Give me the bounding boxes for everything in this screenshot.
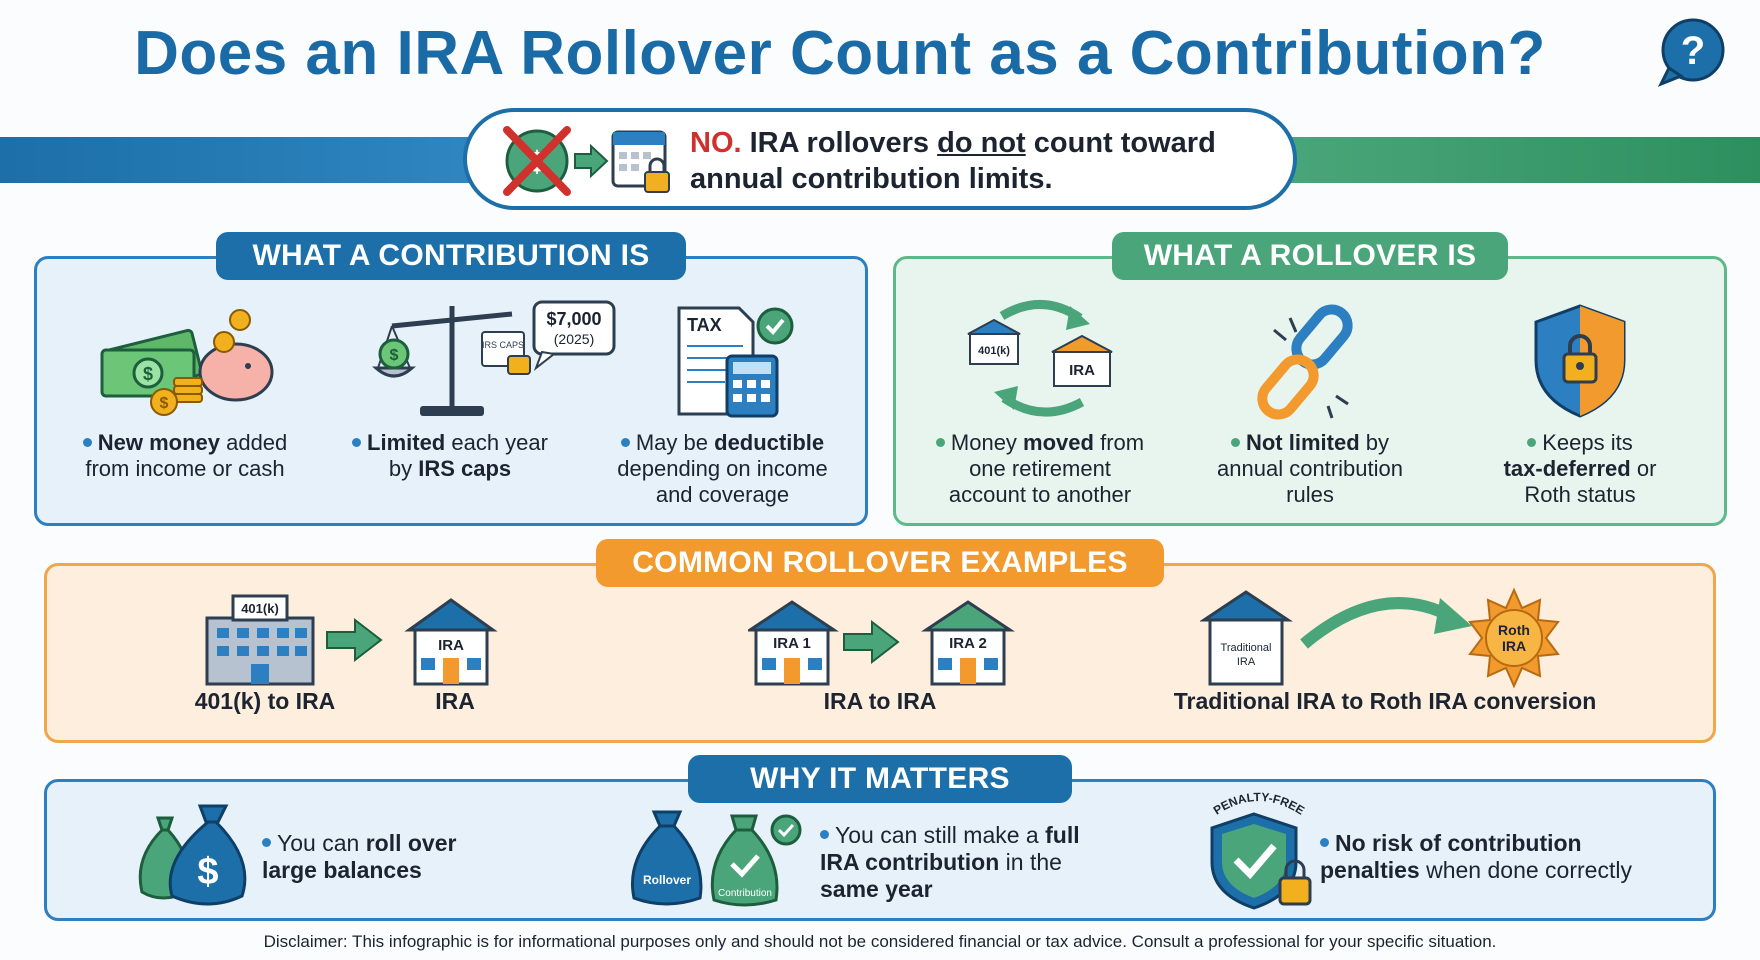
- page-title: Does an IRA Rollover Count as a Contribu…: [134, 19, 1546, 88]
- scale-icon: $ IRS CAPS $7,000 (2025): [372, 300, 616, 416]
- building-ira-icon: IRA: [1051, 334, 1113, 387]
- svg-text:IRA: IRA: [1069, 362, 1095, 379]
- broken-chain-icon: [1257, 304, 1353, 420]
- bubble-amount: $7,000: [546, 309, 601, 329]
- shield-lock-icon: [1534, 304, 1626, 418]
- house-icon: IRA 1: [748, 600, 839, 686]
- question-bubble-icon: ?: [1657, 18, 1725, 87]
- shield-check-icon: PENALTY-FREE: [1210, 790, 1312, 910]
- svg-text:Contribution: Contribution: [718, 888, 772, 899]
- answer-no: NO.: [690, 127, 742, 159]
- answer-line1-post: count toward: [1033, 127, 1216, 159]
- house-icon: IRA: [404, 598, 498, 686]
- tax-calculator-icon: TAX: [677, 306, 794, 418]
- example-ira-to-ira-label: IRA to IRA: [823, 688, 937, 714]
- disclaimer: Disclaimer: This infographic is for info…: [263, 932, 1497, 951]
- contribution-heading: WHAT A CONTRIBUTION IS: [216, 232, 686, 280]
- svg-text:Traditional: Traditional: [1221, 642, 1272, 654]
- answer-line1-pre: IRA rollovers: [749, 127, 930, 159]
- building-icon: 401(k): [205, 594, 315, 686]
- example-ira-label: IRA: [435, 688, 475, 714]
- examples-heading: COMMON ROLLOVER EXAMPLES: [596, 539, 1164, 587]
- svg-text:IRA 1: IRA 1: [773, 635, 811, 652]
- svg-text:$: $: [390, 347, 399, 364]
- money-bag-icon: $: [138, 804, 247, 906]
- answer-band-left: [0, 137, 480, 183]
- example-401k-to-ira-icons: 401(k) IRA: [205, 594, 498, 686]
- example-401k-label: 401(k) to IRA: [194, 688, 336, 714]
- irs-caps-label: IRS CAPS: [482, 340, 524, 350]
- svg-text:?: ?: [1681, 29, 1705, 73]
- svg-text:IRA: IRA: [438, 637, 464, 654]
- svg-text:IRA: IRA: [1237, 656, 1256, 668]
- rollover-contribution-bags-icon: Rollover Contribution: [630, 810, 802, 907]
- svg-text:Roth: Roth: [1498, 622, 1530, 638]
- calendar-lock-icon: [611, 130, 670, 193]
- no-money-icon: $: [503, 126, 670, 196]
- rollover-heading: WHAT A ROLLOVER IS: [1112, 232, 1508, 280]
- answer-band-right: [1280, 137, 1760, 183]
- house-icon: IRA 2: [921, 600, 1015, 686]
- building-401k-icon: 401(k): [967, 318, 1021, 365]
- house-icon: Traditional IRA: [1200, 590, 1293, 686]
- svg-text:401(k): 401(k): [978, 345, 1010, 357]
- bubble-year: (2025): [554, 331, 594, 347]
- answer-line2: annual contribution limits.: [690, 163, 1053, 195]
- svg-text:$: $: [160, 395, 169, 412]
- tax-label: TAX: [687, 315, 722, 335]
- svg-text:$: $: [197, 851, 218, 893]
- svg-text:Rollover: Rollover: [643, 873, 691, 887]
- svg-text:IRA: IRA: [1502, 638, 1526, 654]
- cash-piggy-icon: $ $: [100, 309, 274, 416]
- cycle-arrows-icon: 401(k) IRA: [967, 300, 1113, 417]
- sun-icon: Roth IRA: [1468, 587, 1560, 689]
- answer-text: NO. IRA rollovers do not count toward an…: [690, 125, 1270, 197]
- answer-underlined: do not: [937, 127, 1026, 159]
- svg-text:IRA 2: IRA 2: [949, 635, 987, 652]
- svg-text:$: $: [143, 364, 153, 384]
- example-roth-conversion-icons: Traditional IRA Roth IRA: [1200, 587, 1560, 689]
- why-heading: WHY IT MATTERS: [688, 755, 1072, 803]
- svg-text:PENALTY-FREE: PENALTY-FREE: [1211, 790, 1307, 818]
- example-roth-conversion-label: Traditional IRA to Roth IRA conversion: [1173, 688, 1597, 714]
- example-ira-to-ira-icons: IRA 1 IRA 2: [748, 600, 1015, 686]
- svg-text:401(k): 401(k): [241, 601, 279, 616]
